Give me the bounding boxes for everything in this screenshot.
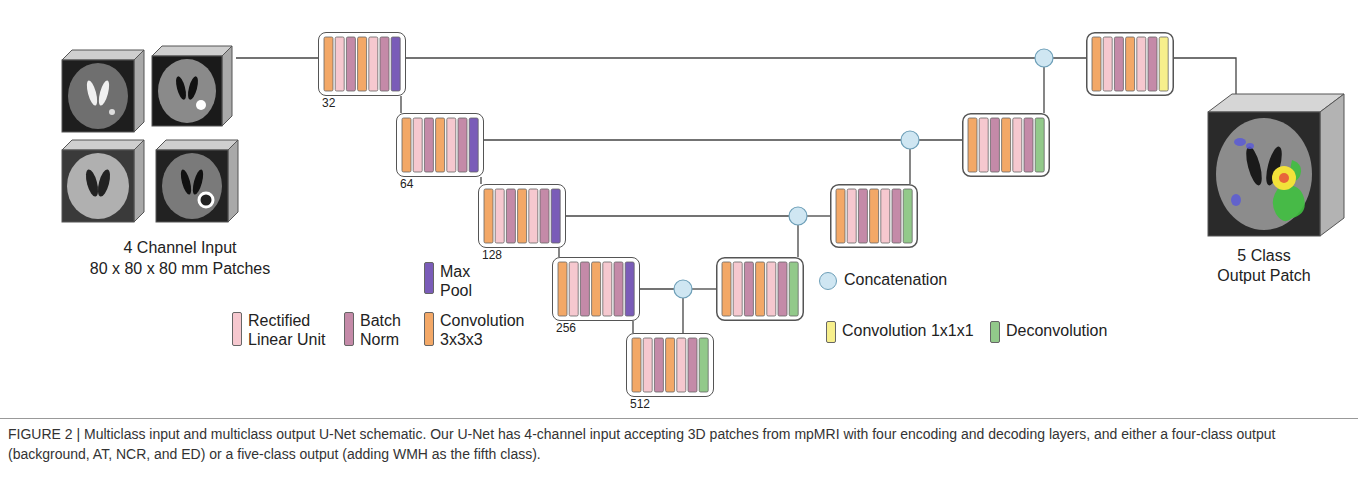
output-cube xyxy=(1208,94,1344,236)
legend-swatch xyxy=(826,321,836,343)
downsample-wire xyxy=(480,177,481,184)
channel-count: 512 xyxy=(630,397,650,411)
channel-count: 256 xyxy=(556,321,576,335)
legend-text: Max Pool xyxy=(440,262,484,300)
legend-text: Concatenation xyxy=(844,270,947,289)
input-cube xyxy=(62,50,144,132)
caption-rule xyxy=(0,418,1358,419)
legend-text: Rectified Linear Unit xyxy=(248,311,336,349)
concatenation-dot xyxy=(674,49,1053,298)
figure-caption: FIGURE 2 | Multiclass input and multicla… xyxy=(8,424,1350,464)
legend-swatch xyxy=(424,312,434,346)
skip-wire xyxy=(236,58,1236,333)
input-cube xyxy=(156,140,238,222)
channel-count: 128 xyxy=(482,248,502,262)
figure-label: 80 x 80 x 80 mm Patches xyxy=(60,259,300,279)
legend-swatch xyxy=(424,262,434,294)
downsample-wire xyxy=(632,321,633,333)
legend-swatch xyxy=(232,312,242,346)
legend-swatch xyxy=(990,321,1000,343)
legend-text: Deconvolution xyxy=(1006,321,1107,340)
legend-text: Convolution 1x1x1 xyxy=(842,321,974,340)
legend-swatch xyxy=(344,312,354,346)
figure-label: 4 Channel Input xyxy=(60,238,300,258)
encoder-block: 512 xyxy=(626,333,714,397)
encoder-block: 32 xyxy=(318,32,406,96)
channel-count: 64 xyxy=(400,177,413,191)
legend-text: Convolution 3x3x3 xyxy=(440,311,532,349)
input-cube xyxy=(62,140,144,222)
encoder-block: 256 xyxy=(552,257,640,321)
decoder-block xyxy=(717,33,1174,321)
channel-count: 32 xyxy=(322,96,335,110)
layer-bars xyxy=(324,37,1168,392)
input-cube xyxy=(152,46,232,126)
figure-label: 5 Class Output Patch xyxy=(1215,246,1313,286)
downsample-wire xyxy=(558,248,559,257)
encoder-block: 128 xyxy=(478,184,566,248)
downsample-wire xyxy=(400,96,401,113)
legend-text: Batch Norm xyxy=(360,311,408,349)
encoder-block: 64 xyxy=(396,113,484,177)
concatenation-swatch xyxy=(819,272,837,290)
